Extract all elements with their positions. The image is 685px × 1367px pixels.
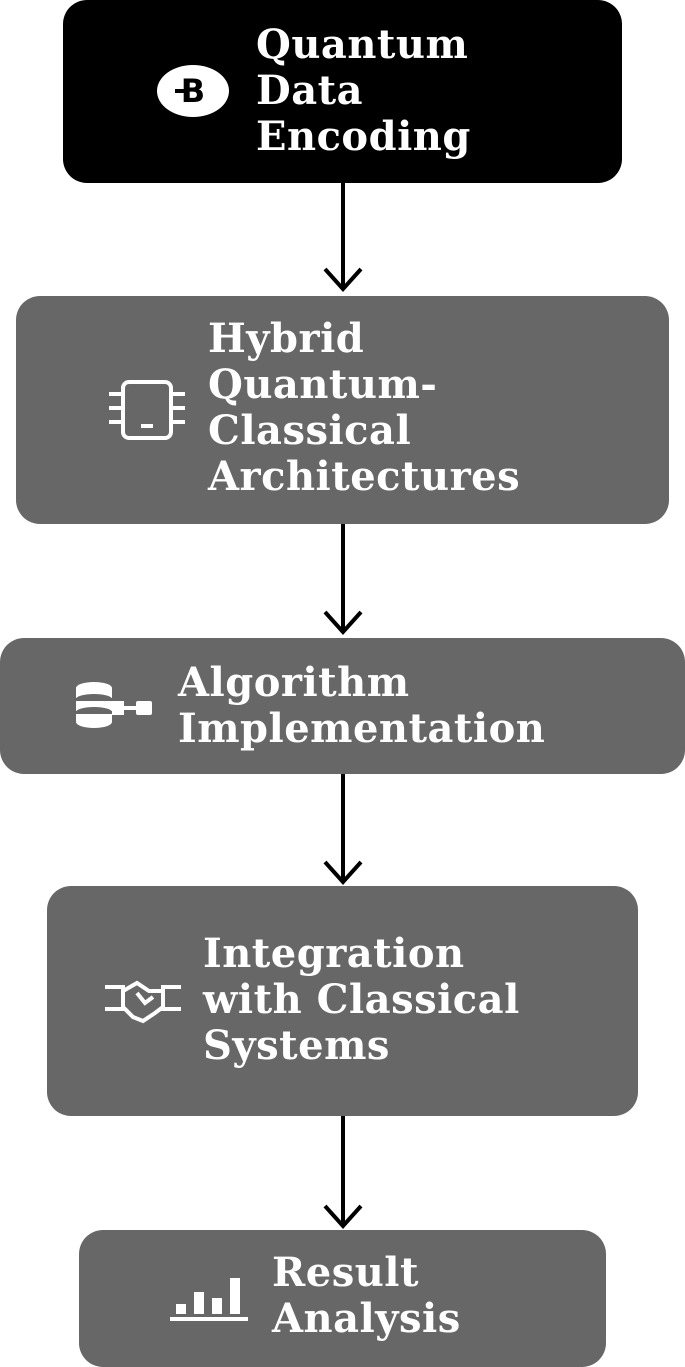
- step-line: Encoding: [256, 113, 471, 160]
- step-line: Algorithm: [178, 659, 410, 706]
- step-line: Integration: [203, 930, 465, 977]
- step-line: Classical: [208, 407, 412, 454]
- step-line: Analysis: [272, 1295, 461, 1342]
- step-label-quantum-data-encoding: Quantum Data Encoding: [256, 22, 471, 160]
- step-line: Result: [272, 1249, 419, 1296]
- bar-chart-icon: [170, 1274, 250, 1322]
- step-label-result-analysis: Result Analysis: [272, 1250, 461, 1342]
- step-label-integration: Integration with Classical Systems: [203, 931, 520, 1069]
- step-label-algorithm-implementation: Algorithm Implementation: [178, 660, 545, 752]
- step-line: Hybrid: [208, 315, 365, 362]
- step-line: Systems: [203, 1022, 390, 1069]
- chip-icon: [107, 378, 187, 442]
- step-line: with Classical: [203, 976, 520, 1023]
- step-line: Quantum: [256, 21, 469, 68]
- database-connect-icon: [72, 680, 156, 730]
- step-quantum-data-encoding: [63, 0, 622, 183]
- step-line: Data: [256, 67, 363, 114]
- handshake-icon: [103, 979, 183, 1025]
- step-line: Architectures: [208, 453, 521, 500]
- step-label-hybrid-architectures: Hybrid Quantum- Classical Architectures: [208, 316, 520, 500]
- step-result-analysis: [79, 1230, 606, 1367]
- step-line: Quantum-: [208, 361, 438, 408]
- step-line: Implementation: [178, 705, 546, 752]
- bitcoin-b-icon: B: [155, 63, 231, 119]
